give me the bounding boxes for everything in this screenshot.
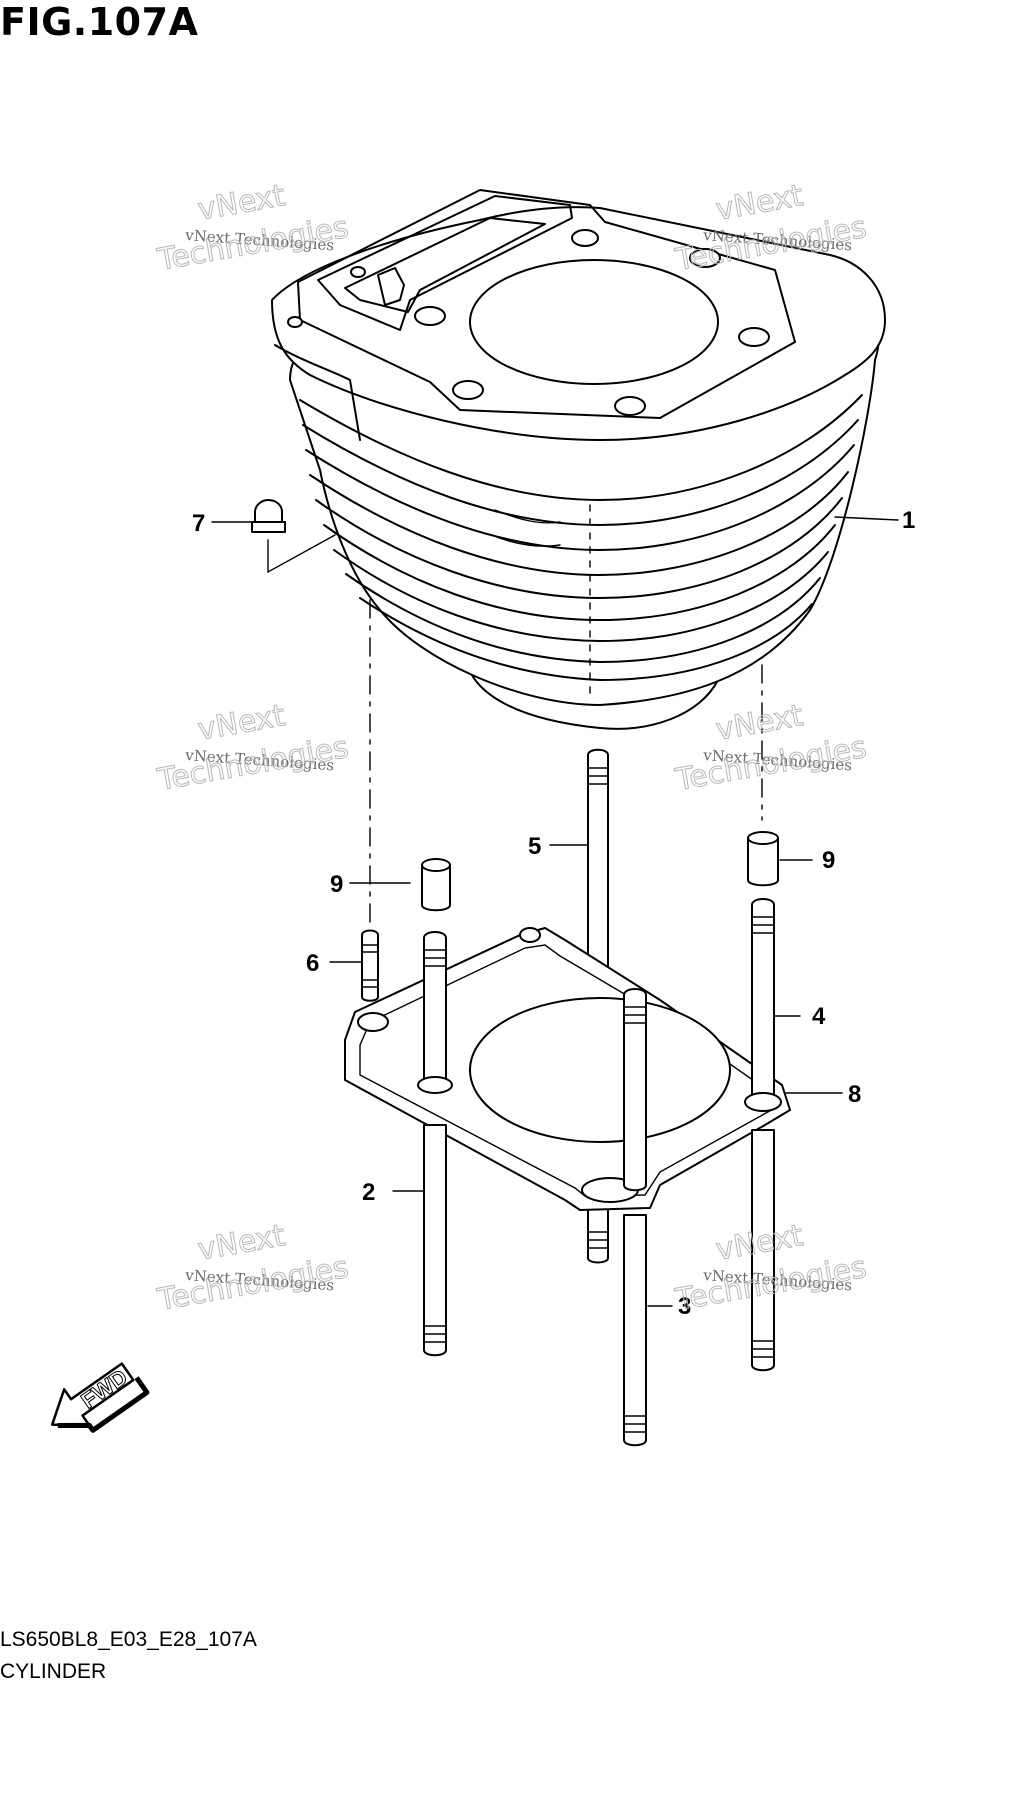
callout-9-left: 9 (330, 871, 343, 898)
figure-title: FIG.107A (0, 0, 199, 44)
stud-bolt-4[interactable] (744, 898, 782, 1372)
callout-8: 8 (848, 1081, 861, 1108)
callout-9-right: 9 (822, 847, 835, 874)
callout-3: 3 (678, 1293, 691, 1320)
cap-nut-part[interactable] (251, 499, 286, 533)
svg-text:vNext: vNext (195, 1218, 288, 1268)
svg-text:vNext: vNext (713, 698, 806, 748)
cylinder-base-gasket[interactable] (344, 927, 791, 1211)
callout-labels: 1 2 3 4 5 6 7 8 9 9 (192, 507, 915, 1320)
watermark: vNext vNext Technologies Technologies (154, 178, 352, 279)
watermark: vNext vNext Technologies Technologies (672, 698, 870, 799)
svg-text:vNext: vNext (195, 178, 288, 228)
callout-1: 1 (902, 507, 915, 534)
svg-text:vNext: vNext (713, 1218, 806, 1268)
svg-text:vNext: vNext (713, 178, 806, 228)
leader-lines (211, 516, 899, 1307)
svg-text:vNext: vNext (195, 698, 288, 748)
watermark: vNext vNext Technologies Technologies (154, 698, 352, 799)
callout-4: 4 (812, 1003, 826, 1030)
dowel-pin-right[interactable] (747, 831, 779, 887)
callout-2: 2 (362, 1179, 375, 1206)
callout-5: 5 (528, 833, 541, 860)
dowel-pin-left[interactable] (421, 858, 451, 912)
stud-bolt-3[interactable] (623, 988, 647, 1447)
cylinder-part[interactable] (271, 189, 886, 730)
svg-text:Technologies: Technologies (154, 730, 351, 798)
stud-bolt-6[interactable] (361, 929, 379, 1002)
callout-7: 7 (192, 510, 205, 537)
svg-text:Technologies: Technologies (154, 1250, 351, 1318)
diagram-code: LS650BL8_E03_E28_107A (0, 1628, 257, 1651)
stud-bolt-2[interactable] (417, 931, 453, 1357)
svg-text:Technologies: Technologies (672, 730, 869, 798)
diagram-caption: CYLINDER (0, 1660, 107, 1683)
fwd-arrow-icon: FWD (50, 1362, 150, 1433)
callout-6: 6 (306, 950, 319, 977)
watermark: vNext vNext Technologies Technologies (154, 1218, 352, 1319)
